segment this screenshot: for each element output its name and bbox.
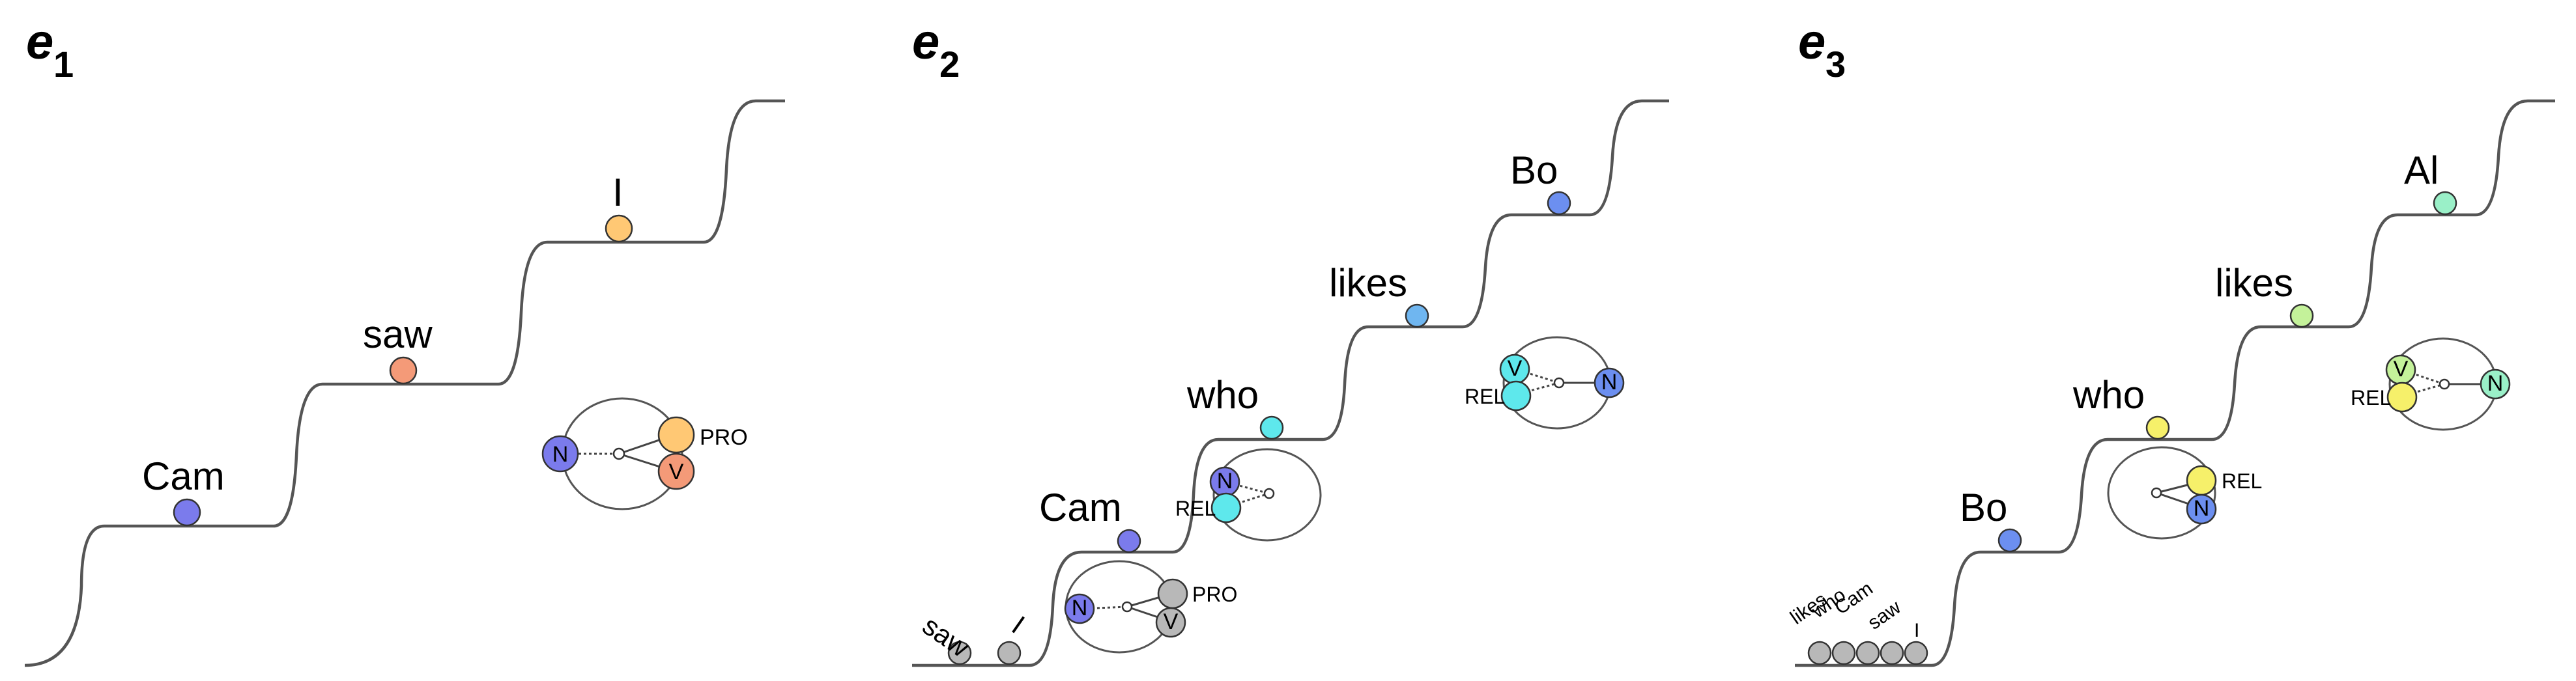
word-marker-likes — [1405, 303, 1429, 328]
node-letter: N — [552, 442, 569, 467]
word-marker-who — [2145, 415, 2170, 440]
word-marker-i — [605, 214, 633, 243]
word-marker-bo — [1547, 191, 1571, 215]
stair-line — [1795, 99, 2555, 667]
panel-subscript: 2 — [939, 44, 960, 85]
panel-label: e — [1798, 14, 1825, 70]
word-label: Bo — [1960, 486, 2007, 529]
schema-node-pro — [657, 416, 695, 454]
schema-node-pro — [1157, 578, 1188, 609]
ground-marker — [947, 641, 972, 665]
word-marker-saw — [389, 356, 418, 385]
ground-word: saw — [1864, 596, 1905, 634]
panel-subscript: 1 — [53, 44, 74, 85]
node-tag: PRO — [1192, 583, 1237, 606]
node-letter: N — [2194, 496, 2210, 521]
junction-node — [1553, 377, 1565, 389]
panel-e2: e 2 saw I Cam who likes Bo N PRO V — [912, 14, 1669, 667]
word-label: likes — [1329, 261, 1407, 305]
word-marker-bo — [1997, 528, 2022, 553]
ground-marker — [1855, 641, 1880, 665]
node-tag: REL — [2222, 469, 2262, 493]
panel-label: e — [912, 14, 939, 70]
node-letter: N — [1217, 469, 1233, 493]
panel-e1: e 1 Cam saw I N PRO V — [24, 14, 785, 667]
word-label: likes — [2215, 261, 2293, 305]
word-label: Bo — [1510, 148, 1558, 192]
node-letter: N — [1601, 370, 1618, 395]
schema-node-n — [1064, 593, 1095, 624]
schema-diagram: V REL N — [2351, 337, 2511, 431]
word-label: Al — [2404, 148, 2439, 192]
schema-node-n — [2480, 368, 2511, 400]
panel-subscript: 3 — [1825, 44, 1846, 85]
node-tag: PRO — [700, 425, 748, 450]
word-label: saw — [363, 313, 433, 356]
ground-marker — [997, 641, 1022, 665]
schema-node-n — [541, 435, 579, 473]
schema-diagram: REL N — [2107, 446, 2262, 540]
ground-word: I — [1914, 620, 1919, 641]
schema-node-n — [2186, 493, 2217, 525]
junction-node — [612, 447, 625, 460]
schema-diagram: N PRO V — [541, 397, 748, 510]
junction-node — [2439, 378, 2450, 390]
schema-node-rel — [2386, 382, 2418, 413]
schema-diagram: N REL — [1175, 448, 1322, 542]
ground-marker — [1880, 641, 1904, 665]
word-label: who — [2072, 373, 2145, 417]
node-letter: V — [1508, 356, 1523, 381]
word-label: I — [612, 171, 623, 214]
word-label: Cam — [142, 454, 225, 498]
node-letter: V — [669, 460, 684, 484]
word-marker-likes — [2289, 303, 2314, 328]
word-marker-who — [1259, 415, 1284, 440]
stair-line — [912, 99, 1669, 667]
junction-node — [1263, 488, 1275, 499]
schema-ellipse — [1212, 448, 1322, 542]
junction-node — [2151, 487, 2162, 499]
node-letter: N — [2487, 371, 2504, 396]
ground-marker — [1807, 641, 1832, 665]
node-letter: V — [2394, 357, 2409, 382]
junction-node — [1121, 601, 1133, 613]
schema-diagram: N PRO V — [1064, 560, 1237, 654]
schema-node-rel — [1500, 380, 1532, 411]
node-tag: REL — [2351, 386, 2391, 410]
panel-label: e — [26, 14, 53, 70]
node-tag: REL — [1465, 385, 1505, 408]
word-marker-cam — [1117, 529, 1141, 553]
node-letter: V — [1164, 609, 1179, 634]
schema-diagram: V REL N — [1465, 336, 1625, 430]
schema-node-rel — [2186, 465, 2217, 496]
ground-marker — [1904, 641, 1928, 665]
ground-marker — [1831, 641, 1856, 665]
node-tag: REL — [1175, 497, 1216, 520]
schema-node-n — [1594, 367, 1625, 398]
stair-line — [24, 99, 785, 667]
node-letter: N — [1072, 596, 1088, 620]
schema-ellipse — [2107, 446, 2216, 540]
panel-e3: e 3 likes who Cam saw I Bo who likes Al … — [1786, 14, 2555, 667]
schema-node-rel — [1210, 492, 1242, 523]
word-marker-cam — [173, 498, 201, 527]
word-label: who — [1186, 373, 1259, 417]
schema-node-v — [1155, 607, 1186, 638]
ground-word: I — [1007, 610, 1031, 639]
word-label: Cam — [1039, 486, 1122, 529]
word-marker-al — [2433, 191, 2457, 215]
schema-node-v — [657, 452, 695, 490]
